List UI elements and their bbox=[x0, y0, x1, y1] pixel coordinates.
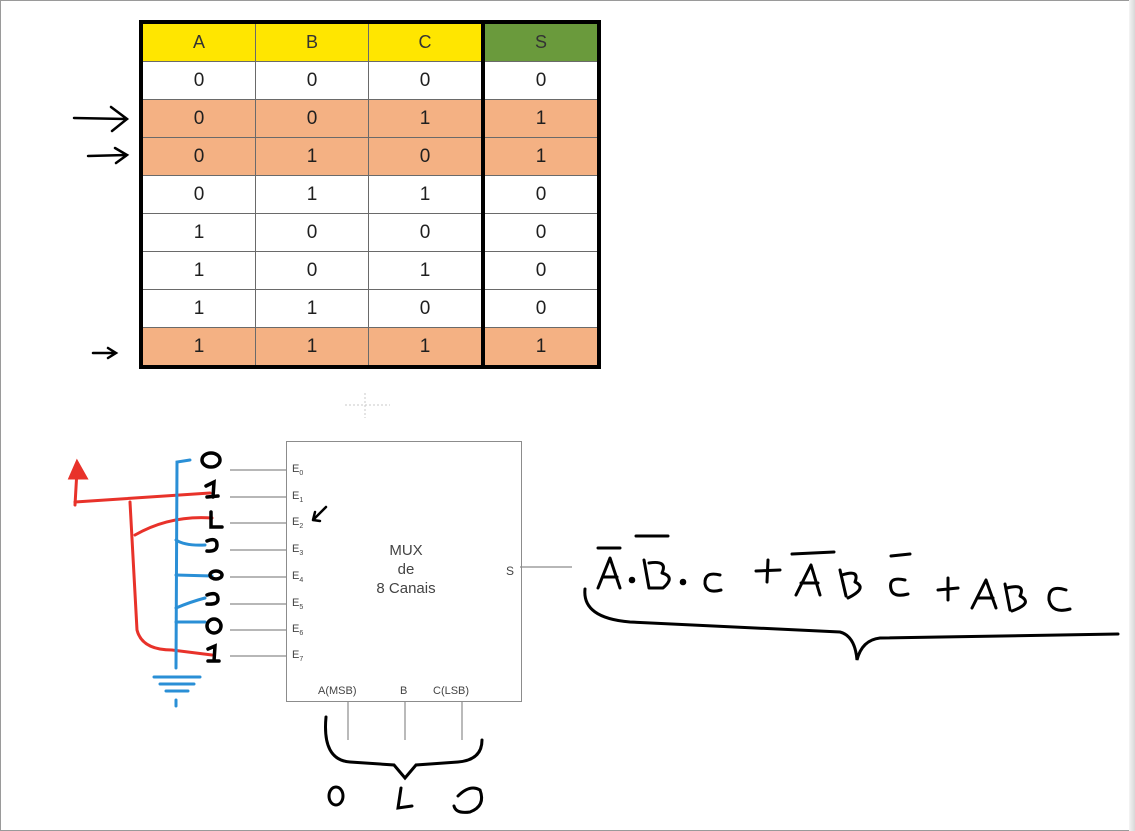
cell-c: 1 bbox=[368, 327, 485, 369]
table-row: 1 1 0 0 bbox=[139, 289, 601, 328]
input-label-e4: E4 bbox=[292, 570, 304, 585]
cell-a: 0 bbox=[139, 137, 256, 176]
mux-input-lines bbox=[230, 469, 572, 740]
input-label-e7: E7 bbox=[292, 649, 304, 664]
red-vcc-wiring bbox=[67, 458, 214, 657]
cell-s: 0 bbox=[481, 289, 601, 328]
select-value-marks bbox=[324, 715, 484, 814]
header-b: B bbox=[255, 20, 369, 62]
table-row: 1 1 1 1 bbox=[139, 327, 601, 369]
select-label-a: A(MSB) bbox=[318, 685, 357, 697]
cell-s: 0 bbox=[481, 251, 601, 290]
header-s: S bbox=[481, 20, 601, 62]
cell-s: 0 bbox=[481, 61, 601, 100]
cell-c: 1 bbox=[368, 175, 485, 214]
input-label-e6: E6 bbox=[292, 623, 304, 638]
table-row: 1 0 1 0 bbox=[139, 251, 601, 290]
cell-a: 1 bbox=[139, 327, 256, 369]
input-label-e1: E1 bbox=[292, 490, 304, 505]
mux-block bbox=[286, 441, 522, 702]
input-label-e5: E5 bbox=[292, 597, 304, 612]
cell-b: 0 bbox=[255, 251, 369, 290]
table-row: 0 0 0 0 bbox=[139, 61, 601, 100]
table-row: 1 0 0 0 bbox=[139, 213, 601, 252]
cell-s: 1 bbox=[481, 327, 601, 369]
cursor-crosshair bbox=[345, 393, 390, 418]
blue-ground-wiring bbox=[152, 458, 214, 708]
mux-subtitle-2: 8 Canais bbox=[376, 580, 436, 597]
header-c: C bbox=[368, 20, 485, 62]
cell-s: 1 bbox=[481, 137, 601, 176]
expression-brace bbox=[583, 587, 1120, 661]
input-label-e0: E0 bbox=[292, 463, 304, 478]
cell-b: 0 bbox=[255, 61, 369, 100]
select-label-c: C(LSB) bbox=[433, 685, 470, 697]
cell-c: 0 bbox=[368, 137, 485, 176]
select-label-b: B bbox=[400, 685, 408, 697]
row-arrows bbox=[72, 105, 130, 360]
cell-b: 1 bbox=[255, 327, 369, 369]
cell-a: 0 bbox=[139, 61, 256, 100]
truth-table-header: A B C S bbox=[139, 20, 601, 62]
mux-title: MUX de 8 Canais bbox=[336, 541, 476, 598]
truth-table: A B C S 0 0 0 0 0 0 1 1 0 1 0 1 0 1 1 0 … bbox=[139, 20, 601, 369]
table-row: 0 1 0 1 bbox=[139, 137, 601, 176]
cell-b: 1 bbox=[255, 137, 369, 176]
input-label-e2: E2 bbox=[292, 516, 304, 531]
cell-c: 0 bbox=[368, 213, 485, 252]
input-value-marks bbox=[200, 451, 328, 663]
cell-a: 1 bbox=[139, 251, 256, 290]
input-label-e3: E3 bbox=[292, 543, 304, 558]
cell-b: 1 bbox=[255, 289, 369, 328]
mux-name: MUX bbox=[389, 542, 423, 559]
mux-subtitle: de bbox=[397, 561, 415, 578]
cell-s: 1 bbox=[481, 99, 601, 138]
output-label: S bbox=[506, 564, 515, 578]
cell-c: 0 bbox=[368, 289, 485, 328]
handwritten-expression bbox=[596, 534, 1072, 613]
cell-b: 0 bbox=[255, 99, 369, 138]
window-edge bbox=[1129, 0, 1135, 831]
cell-c: 1 bbox=[368, 99, 485, 138]
cell-a: 1 bbox=[139, 213, 256, 252]
cell-c: 1 bbox=[368, 251, 485, 290]
cell-s: 0 bbox=[481, 213, 601, 252]
